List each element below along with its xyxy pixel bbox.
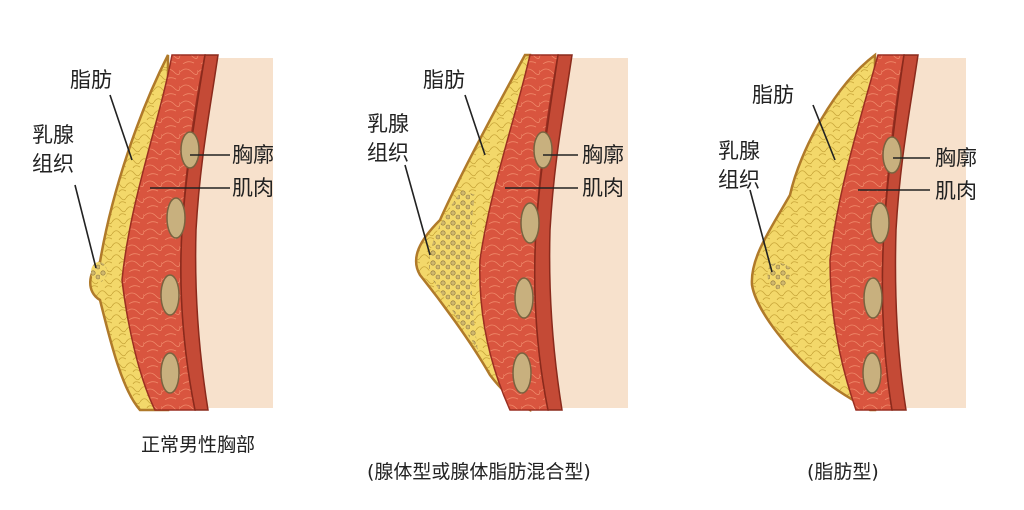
label-muscle: 肌肉 (232, 176, 274, 200)
pointer-lines (404, 94, 578, 256)
gland-tissue (767, 263, 791, 290)
pointer-lines (74, 94, 230, 269)
panel-male: 脂肪 乳腺 组织 胸廓 肌肉 正常男性胸部 (32, 54, 274, 456)
rib-bones (862, 136, 902, 394)
caption: (腺体型或腺体脂肪混合型) (367, 461, 591, 483)
gland-tissue (429, 190, 478, 350)
label-gland-line1: 乳腺 (367, 112, 409, 136)
label-muscle: 肌肉 (935, 179, 977, 203)
label-rib: 胸廓 (232, 143, 274, 167)
rib-wall (180, 54, 219, 411)
label-gland-line2: 组织 (32, 152, 74, 176)
rib-bones (160, 131, 200, 394)
pointer-lines (749, 104, 930, 273)
label-fat: 脂肪 (423, 68, 465, 92)
label-rib: 胸廓 (935, 146, 977, 170)
label-muscle: 肌肉 (582, 176, 624, 200)
rib-wall (533, 54, 573, 411)
rib-bones (512, 131, 553, 394)
gland-tissue (91, 262, 107, 282)
label-gland-line1: 乳腺 (718, 139, 760, 163)
label-fat: 脂肪 (70, 68, 112, 92)
caption: (脂肪型) (807, 461, 879, 483)
label-rib: 胸廓 (582, 143, 624, 167)
label-gland-line2: 组织 (367, 141, 409, 165)
panel-fatty: 脂肪 乳腺 组织 胸廓 肌肉 (脂肪型) (718, 52, 977, 483)
label-fat: 脂肪 (752, 83, 794, 107)
rib-wall (881, 54, 919, 411)
label-gland-line2: 组织 (718, 168, 760, 192)
caption: 正常男性胸部 (141, 434, 255, 456)
label-gland-line1: 乳腺 (32, 123, 74, 147)
panel-glandular: 脂肪 乳腺 组织 胸廓 肌肉 (腺体型或腺体脂肪混合型) (367, 53, 628, 483)
